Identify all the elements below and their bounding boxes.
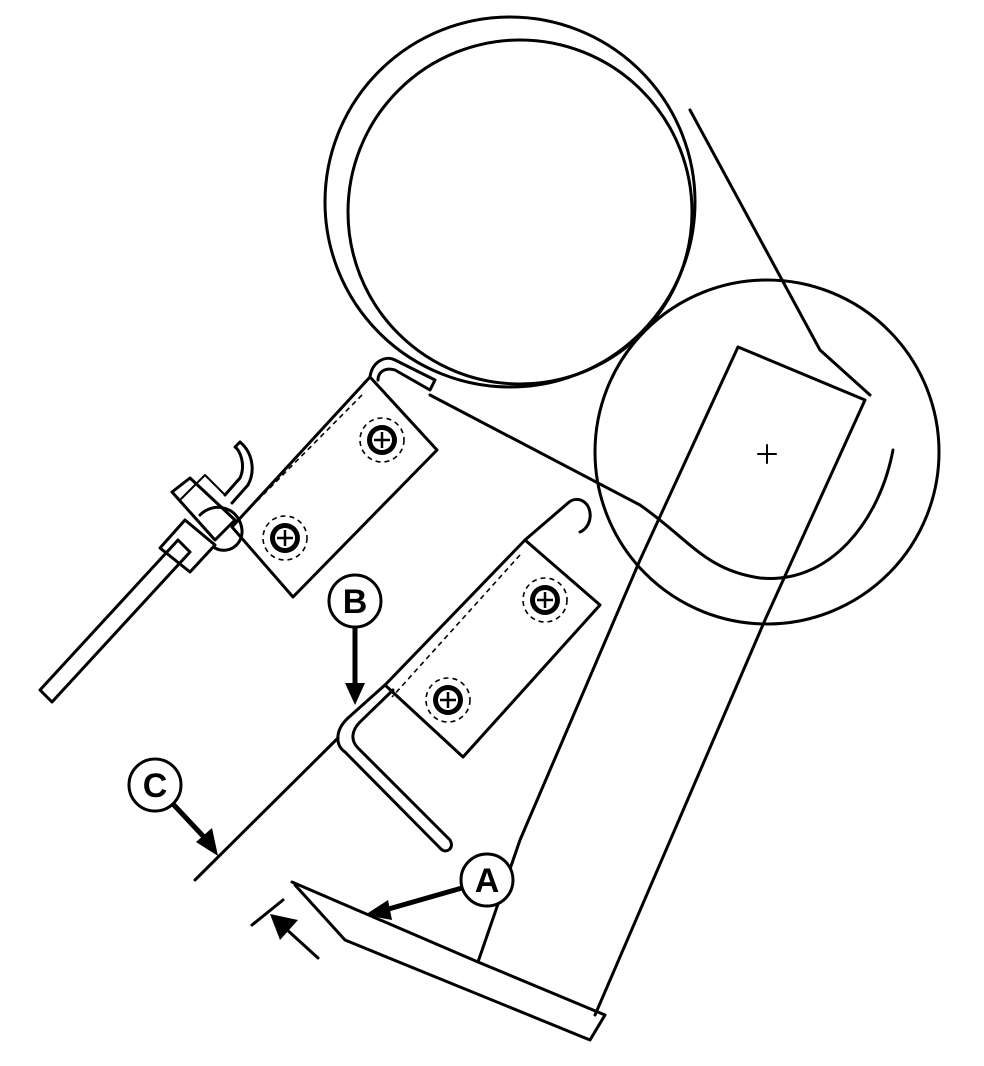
callout-b: B — [327, 573, 383, 705]
lower-bracket — [336, 497, 602, 853]
blade-edge-lines — [193, 736, 340, 927]
callout-c-label: C — [143, 767, 168, 805]
bolt-upper-right-icon — [359, 417, 405, 463]
upper-pulley — [323, 15, 697, 389]
upper-bracket — [230, 356, 439, 599]
callout-a-label: A — [475, 862, 500, 900]
adjusting-rod — [38, 440, 254, 704]
bolt-lower-left-icon — [425, 677, 471, 723]
direction-arrow-icon — [270, 914, 320, 960]
bolt-lower-right-icon — [522, 577, 568, 623]
bolt-upper-left-icon — [262, 515, 308, 561]
lower-pulley — [593, 278, 941, 626]
belt — [428, 108, 895, 580]
callout-c: C — [127, 757, 218, 856]
callout-a: A — [365, 852, 515, 920]
callout-b-label: B — [343, 583, 368, 621]
